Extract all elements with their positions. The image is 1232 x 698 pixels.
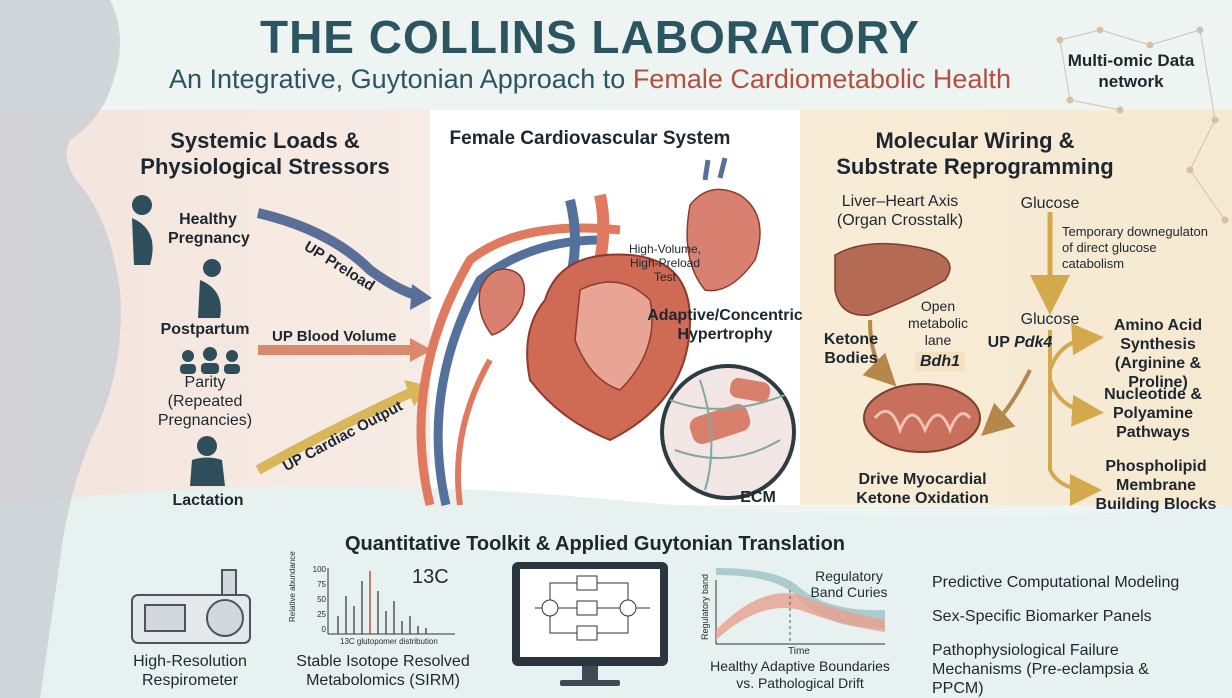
hypertrophy-label: Adaptive/Concentric Hypertrophy [647,307,803,343]
test-label: High-Volume, High-Preload Test [628,242,702,284]
sirm-tick: 50 [317,595,326,604]
page-subtitle: An Integrative, Guytonian Approach to Fe… [0,64,1180,95]
liver-illustration [834,242,951,317]
heart-illustration [526,253,692,442]
left-panel-heading: Systemic Loads & Physiological Stressors [140,128,390,179]
toolkit-heading: Quantitative Toolkit & Applied Guytonian… [344,533,846,555]
up-pdk4-gene: Pdk4 [1014,334,1053,351]
small-heart-right [686,157,761,292]
right-panel-heading: Molecular Wiring & Substrate Reprogrammi… [836,128,1114,179]
postpartum-icon [198,259,221,318]
toolkit-item-biomarkers: Sex-Specific Biomarker Panels [932,608,1152,625]
item-lactation: Lactation [172,492,244,509]
subtitle-accent: Female Cardiometabolic Health [632,64,1011,94]
band-chart [715,568,885,645]
respirometer-illustration [131,569,251,644]
item-postpartum: Postpartum [160,321,250,338]
ketone-bodies-label: Ketone Bodies [823,331,879,367]
item-parity: Parity (Repeated Pregnancies) [157,374,253,429]
item-healthy-pregnancy: Healthy Pregnancy [168,211,250,247]
sirm-ticks: 100 75 50 25 0 [306,562,326,637]
sirm-tick: 100 [312,565,326,574]
temp-down-label: Temporary downegulaton of direct glucose… [1062,224,1208,271]
arrow-label-blood-volume: UP Blood Volume [272,328,397,345]
respirometer-label: High-Resolution Respirometer [133,653,247,689]
up-pdk4-prefix: UP [987,334,1015,351]
up-pdk4-label: UP Pdk4 [985,333,1055,352]
center-panel-heading: Female Cardiovascular System [449,128,731,149]
toolkit-item-failure: Pathophysiological Failure Mechanisms (P… [932,642,1149,697]
silhouette [0,0,121,698]
ecm-magnification [660,364,796,500]
liver-heart-label: Liver–Heart Axis (Organ Crosstalk) [836,193,964,229]
subtitle-main: An Integrative, Guytonian Approach to [169,64,633,94]
output-nucleotide: Nucleotide & Polyamine Pathways [1104,386,1202,441]
bdh1-label: Bdh1 [915,352,965,371]
output-amino-acid: Amino Acid Synthesis (Arginine & Proline… [1113,317,1203,391]
arrow-pdk4 [981,369,1032,437]
ketone-oxidation-label: Drive Myocardial Ketone Oxidation [856,471,989,507]
sirm-tick: 75 [317,580,326,589]
output-phospholipid: Phospholipid Membrane Building Blocks [1095,458,1217,513]
sirm-chart-axes [327,568,455,635]
band-caption: Healthy Adaptive Boundaries vs. Patholog… [710,658,890,691]
sirm-ylabel: Relative abundance [288,551,297,622]
ecm-label: ECM [740,489,776,506]
sirm-label: Stable Isotope Resolved Metabolomics (SI… [296,653,470,689]
sirm-tick: 0 [321,625,326,634]
glucose-mid-label: Glucose [1020,311,1080,328]
sirm-bars [337,571,427,634]
network-label: Multi-omic Data network [1067,51,1195,91]
parity-icon [180,347,240,374]
band-xlabel: Time [788,646,810,657]
arrow-cardiac-output [255,387,415,475]
monitor-illustration [512,562,668,686]
arrow-glucose-split [1048,330,1102,506]
sirm-tick: 25 [317,610,326,619]
lactation-icon [190,436,225,486]
isotope-label: 13C [412,566,449,588]
toolkit-item-modeling: Predictive Computational Modeling [932,574,1180,591]
band-ylabel: Regulatory band [700,573,710,640]
glucose-top-label: Glucose [1020,195,1080,212]
sirm-xlabel: 13C glutopomer distribution [340,637,438,646]
mitochondrion-illustration [863,383,981,453]
arrow-preload [256,208,422,301]
band-label: Regulatory Band Curies [810,568,888,600]
arrow-ketone-bodies [862,319,897,387]
network-graphic [1056,26,1229,224]
open-lane-label: Open metabolic lane [908,298,968,348]
pregnancy-icon [132,195,153,265]
page-title: THE COLLINS LABORATORY [259,11,921,63]
small-heart-left [478,268,525,336]
